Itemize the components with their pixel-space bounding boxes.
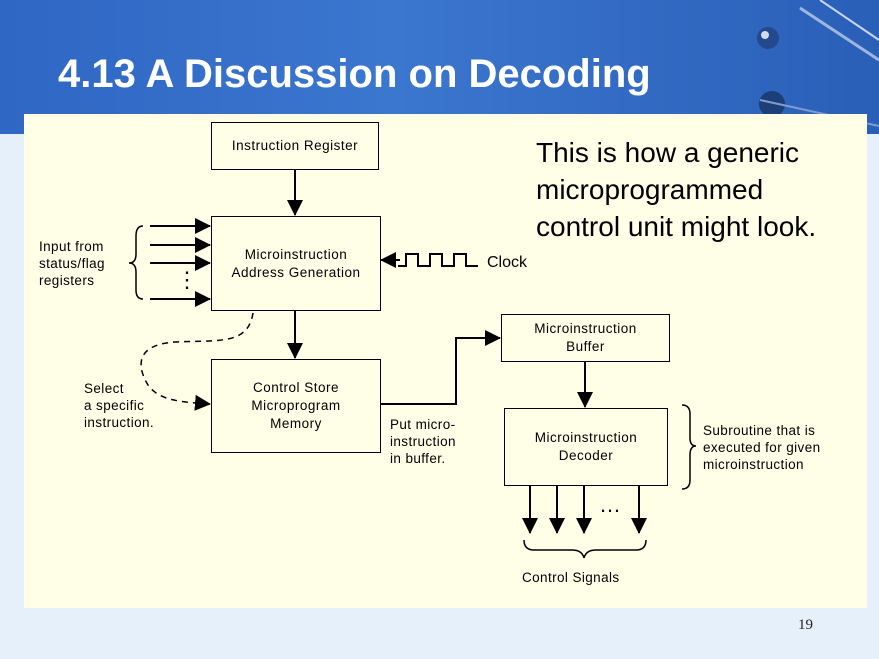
select-label-3: instruction. (84, 415, 155, 430)
select-label-1: Select (84, 381, 124, 396)
callout-line-1: This is how a generic (536, 137, 800, 168)
buffer-label-2: Buffer (566, 339, 605, 354)
clock-waveform (398, 253, 478, 267)
subroutine-brace (681, 404, 697, 490)
put-label-1: Put micro- (390, 417, 456, 432)
callout-text: This is how a generic microprogrammed co… (536, 134, 866, 245)
address-generation-box: Microinstruction Address Generation (211, 216, 381, 311)
signal-dots: … (599, 492, 622, 517)
select-label: Select a specific instruction. (84, 380, 154, 431)
microinstruction-buffer-box: Microinstruction Buffer (501, 314, 670, 362)
input-brace (128, 225, 144, 300)
slide-title: 4.13 A Discussion on Decoding (58, 52, 651, 96)
store-to-buffer-path (381, 330, 501, 405)
decoder-label-2: Decoder (558, 448, 614, 463)
put-label-2: instruction (390, 434, 456, 449)
subroutine-label-2: executed for given (703, 440, 821, 455)
control-signals-brace (523, 539, 647, 559)
clock-label: Clock (487, 254, 528, 271)
control-store-box: Control Store Microprogram Memory (211, 359, 381, 453)
subroutine-label: Subroutine that is executed for given mi… (703, 422, 821, 473)
page-number: 19 (798, 617, 813, 633)
select-label-2: a specific (84, 398, 145, 413)
input-vertical-dots: ⋮ (176, 267, 199, 292)
buffer-label-1: Microinstruction (534, 321, 637, 336)
put-label: Put micro- instruction in buffer. (390, 416, 456, 467)
diagram-panel (24, 114, 867, 608)
control-store-label-2: Microprogram (251, 398, 341, 413)
pins-decoration-icon (757, 0, 879, 127)
microinstruction-decoder-box: Microinstruction Decoder (504, 408, 668, 486)
subroutine-label-1: Subroutine that is (703, 423, 816, 438)
subroutine-label-3: microinstruction (703, 457, 804, 472)
input-label-3: registers (39, 273, 95, 288)
input-label-1: Input from (39, 239, 104, 254)
instruction-register-box: Instruction Register (211, 122, 379, 170)
callout-line-3: control unit might look. (536, 211, 817, 242)
instruction-register-label: Instruction Register (231, 138, 359, 153)
control-store-label-1: Control Store (252, 380, 340, 395)
control-signals-label: Control Signals (522, 570, 620, 585)
control-store-label-3: Memory (270, 416, 322, 431)
address-generation-label-2: Address Generation (231, 264, 361, 280)
put-label-3: in buffer. (390, 451, 446, 466)
select-dashed-path (140, 312, 254, 411)
callout-line-2: microprogrammed (536, 174, 764, 205)
input-label: Input from status/flag registers (39, 238, 105, 289)
address-generation-label-1: Microinstruction (244, 246, 348, 262)
input-label-2: status/flag (39, 256, 105, 271)
decoder-label-1: Microinstruction (534, 430, 638, 445)
title-bar (0, 0, 879, 134)
